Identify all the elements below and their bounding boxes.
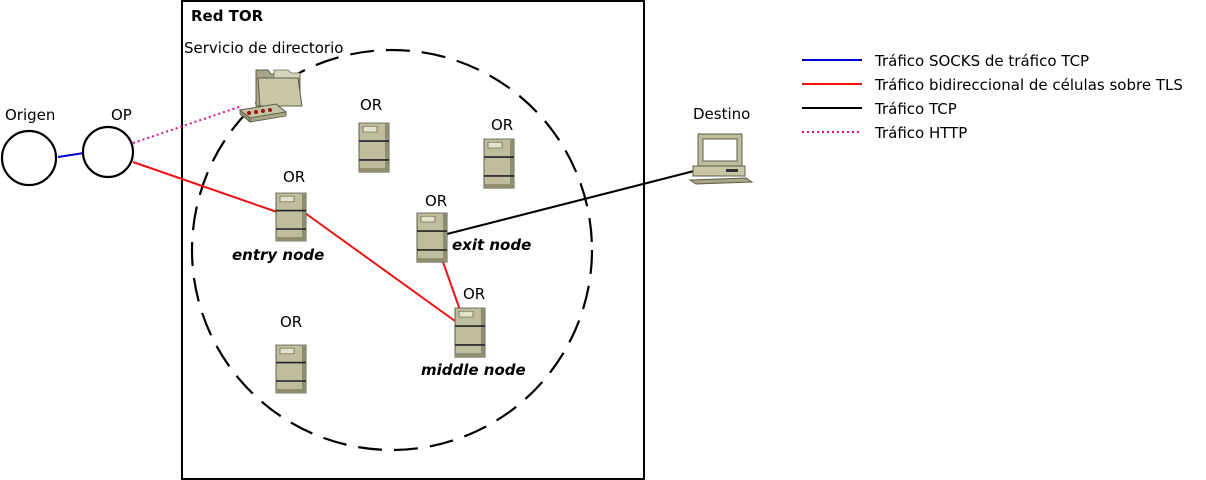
origin-node bbox=[0, 129, 58, 187]
relay-label: OR bbox=[280, 313, 302, 331]
server-tower-icon bbox=[483, 138, 515, 190]
tls-link-op-entry bbox=[132, 161, 278, 213]
socks-link bbox=[57, 152, 85, 158]
legend-label: Tráfico SOCKS de tráfico TCP bbox=[874, 52, 1089, 70]
tor-network-box bbox=[181, 0, 645, 480]
legend-label: Tráfico TCP bbox=[874, 100, 957, 118]
op-label: OP bbox=[111, 106, 132, 124]
tcp-link bbox=[446, 169, 699, 235]
http-link bbox=[132, 105, 243, 144]
folder-server-icon bbox=[238, 69, 303, 123]
relay-circle bbox=[190, 48, 594, 452]
server-tower-icon bbox=[275, 344, 307, 394]
legend: Tráfico SOCKS de tráfico TCP Tráfico bid… bbox=[802, 52, 1183, 142]
legend-label: Tráfico HTTP bbox=[874, 124, 967, 142]
server-tower-icon bbox=[416, 212, 448, 264]
tls-link-middle-exit bbox=[442, 261, 461, 311]
server-tower-icon bbox=[275, 192, 307, 242]
server-tower-icon bbox=[454, 307, 486, 359]
relay-label: OR bbox=[283, 168, 305, 186]
legend-label: Tráfico bidireccional de células sobre T… bbox=[874, 76, 1183, 94]
op-node bbox=[81, 125, 135, 179]
server-tower-icon bbox=[358, 122, 390, 174]
exit-node-label: exit node bbox=[452, 236, 531, 254]
relay-label: OR bbox=[463, 285, 485, 303]
desktop-computer-icon bbox=[688, 133, 754, 185]
tls-link-entry-middle bbox=[304, 212, 456, 322]
origin-label: Origen bbox=[5, 106, 55, 124]
entry-node-label: entry node bbox=[232, 246, 324, 264]
middle-node-label: middle node bbox=[421, 361, 526, 379]
relay-label: OR bbox=[491, 116, 513, 134]
relay-label: OR bbox=[360, 96, 382, 114]
relay-label: OR bbox=[425, 192, 447, 210]
network-title: Red TOR bbox=[191, 7, 264, 25]
directory-label: Servicio de directorio bbox=[184, 39, 343, 57]
destination-label: Destino bbox=[693, 105, 750, 123]
